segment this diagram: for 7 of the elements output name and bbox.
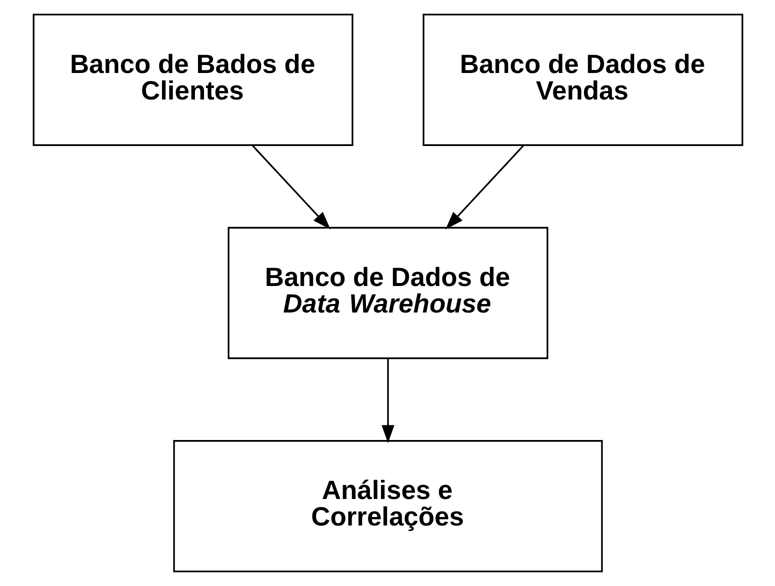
arrow — [252, 145, 330, 230]
arrow — [444, 145, 524, 230]
node-box: Banco de Dados de Data Warehouse — [227, 226, 548, 360]
arrow — [381, 358, 394, 444]
node-box: Banco de Dados de Vendas — [422, 14, 743, 146]
node-box: Banco de Bados de Clientes — [32, 14, 353, 146]
node-box: Análises e Correlações — [172, 440, 602, 572]
